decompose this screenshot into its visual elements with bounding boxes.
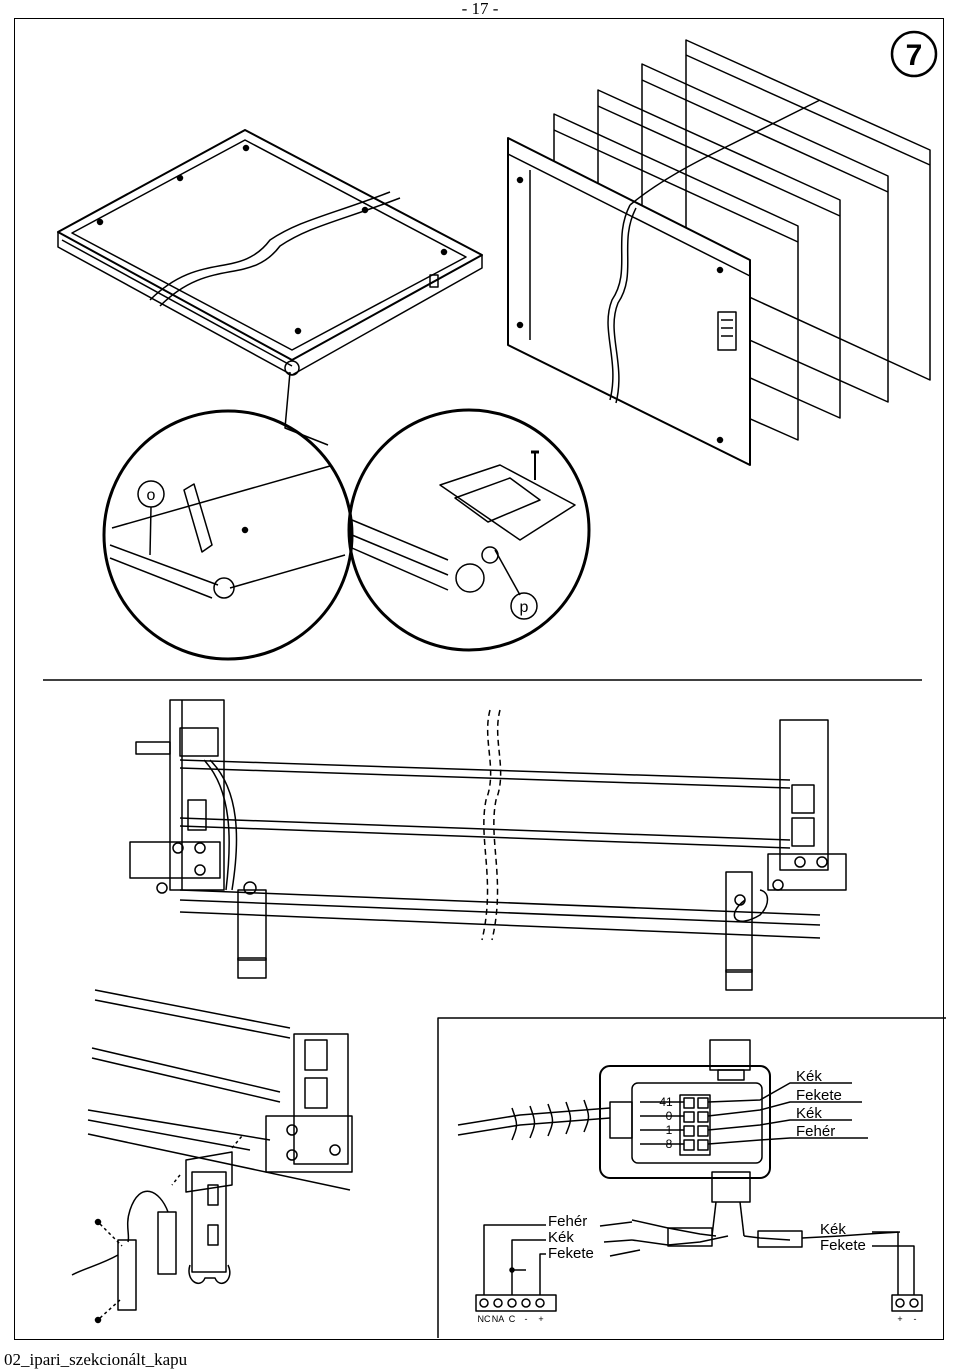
terminal-c: C <box>509 1314 516 1324</box>
panel-stack <box>507 39 931 466</box>
terminal-plus: + <box>538 1314 543 1324</box>
right-cable-label-2: Fekete <box>820 1237 866 1254</box>
step-number: 7 <box>906 39 923 72</box>
callout-o: o <box>147 487 156 504</box>
box-wire-label-2: Fekete <box>796 1087 842 1104</box>
left-cable-label-3: Fekete <box>548 1245 594 1262</box>
wiring-diagram: 41 0 1 8 Kék Fekete Kék Fehér Fehér Kék … <box>437 1017 946 1338</box>
page-number: - 17 - <box>461 0 499 18</box>
detail-p: p <box>347 408 591 652</box>
terminal-nc: NC <box>478 1314 491 1324</box>
terminal-41: 41 <box>659 1095 673 1109</box>
terminal-8: 8 <box>666 1137 673 1151</box>
box-wire-label-1: Kék <box>796 1068 822 1085</box>
left-cable-label-1: Fehér <box>548 1213 587 1230</box>
callout-p: p <box>520 599 529 616</box>
left-cable-label-2: Kék <box>548 1229 574 1246</box>
terminal-right-minus: - <box>914 1314 917 1324</box>
terminal-1: 1 <box>666 1123 673 1137</box>
flat-panel <box>57 129 483 376</box>
terminal-minus: - <box>525 1314 528 1324</box>
step-badge: 7 <box>890 30 938 78</box>
terminal-na: NA <box>492 1314 505 1324</box>
figure-frame <box>14 18 944 1340</box>
terminal-right-plus: + <box>897 1314 902 1324</box>
bottom-panel-assembly <box>129 699 847 991</box>
terminal-0: 0 <box>666 1109 673 1123</box>
sensor-mounting <box>71 989 353 1324</box>
detail-pointer <box>284 371 329 446</box>
box-wire-label-4: Fehér <box>796 1123 835 1140</box>
box-wire-label-3: Kék <box>796 1105 822 1122</box>
footer-filename: 02_ipari_szekcionált_kapu <box>4 1350 188 1369</box>
detail-o: o <box>102 409 354 661</box>
right-cable-label-1: Kék <box>820 1221 846 1238</box>
